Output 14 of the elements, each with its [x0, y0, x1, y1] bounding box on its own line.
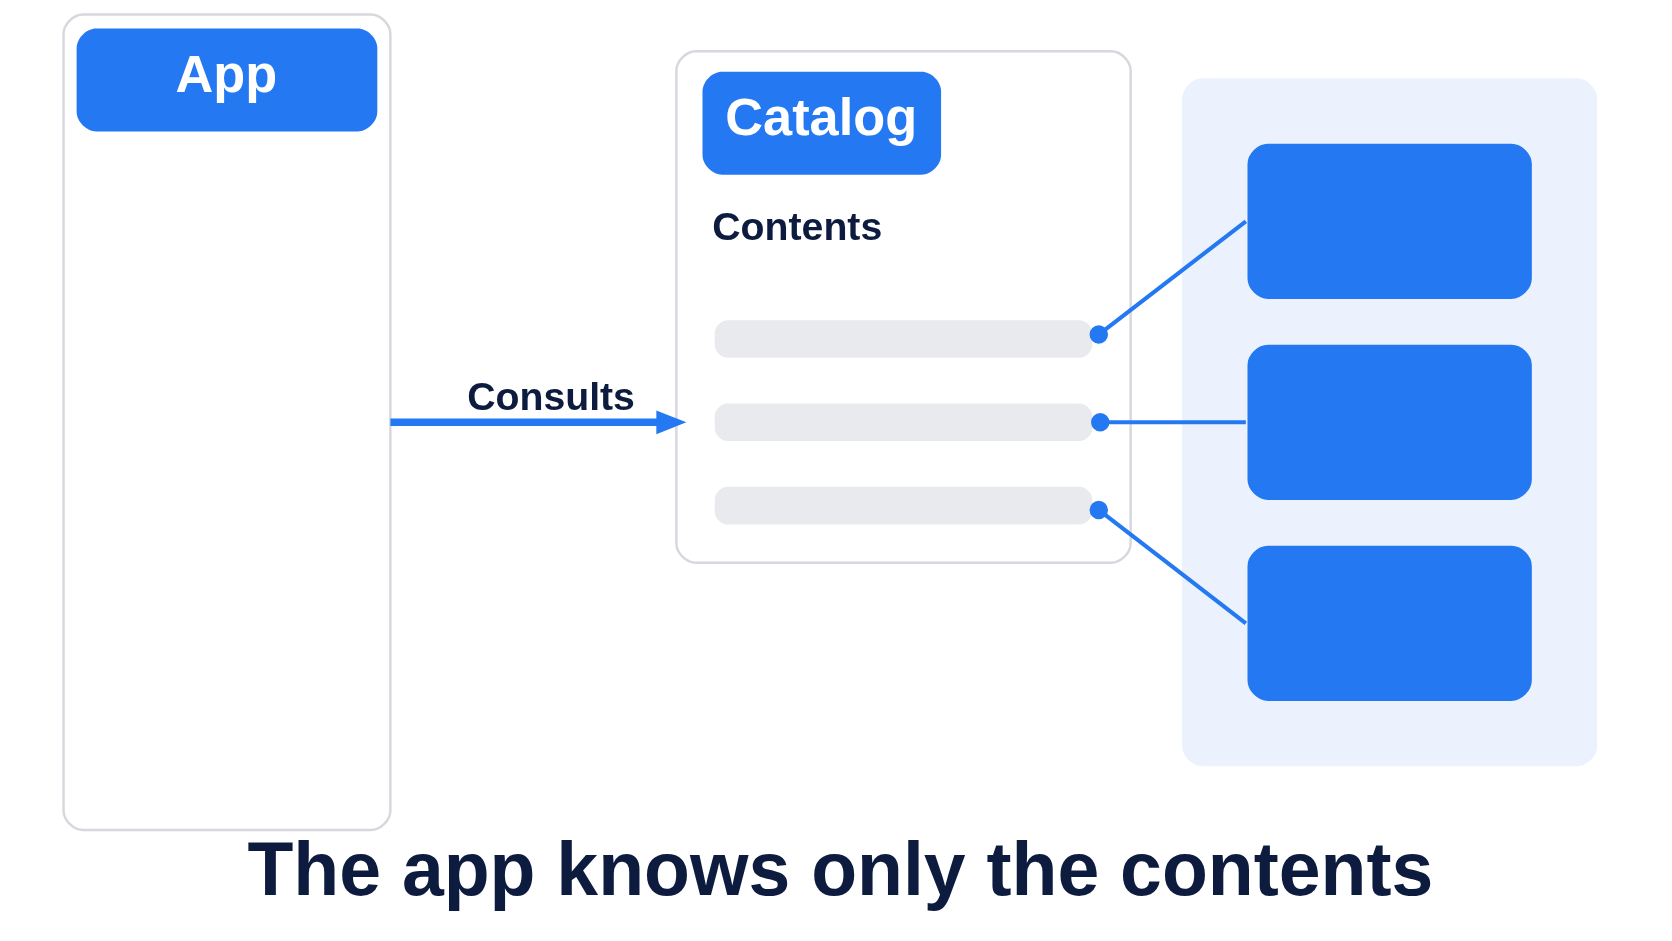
cluster — [1181, 78, 1597, 767]
node-bar — [714, 320, 1092, 358]
node-bar — [714, 486, 1092, 525]
node-box — [1247, 143, 1532, 299]
cluster: Catalog Contents — [674, 50, 1132, 565]
connector — [1090, 413, 1246, 432]
node-box — [1247, 344, 1532, 500]
arrow — [389, 410, 686, 435]
node-box: App — [61, 13, 392, 832]
connector — [1089, 500, 1247, 625]
node-box — [1247, 545, 1532, 701]
node-bar — [714, 403, 1092, 442]
connector — [1089, 219, 1247, 344]
edge-label: Consults — [466, 373, 635, 418]
